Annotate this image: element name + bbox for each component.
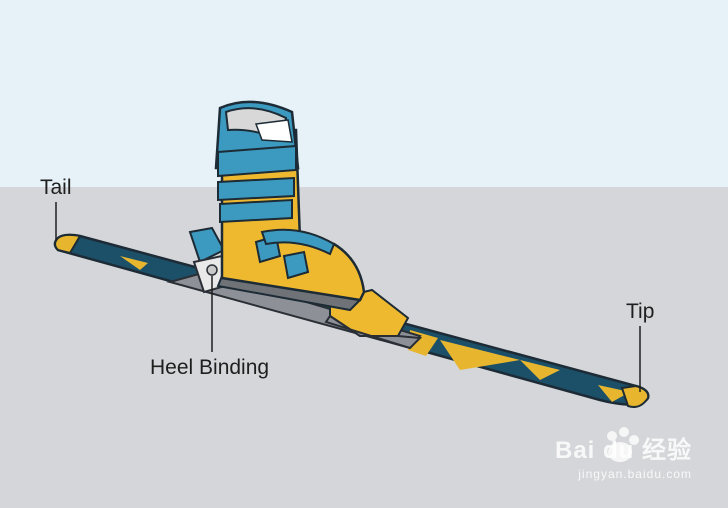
boot-buckle-strap <box>217 176 295 202</box>
ski-stripe <box>520 360 560 380</box>
toe-binding-base <box>324 314 423 350</box>
sky-background <box>0 0 728 187</box>
watermark-url: jingyan.baidu.com <box>578 467 692 481</box>
watermark-brand: Bai du 经验 <box>554 437 692 464</box>
heel-binding-pin <box>206 264 218 276</box>
ski-stripe <box>440 340 520 370</box>
ski-tip-cap <box>620 384 650 408</box>
boot-buckle-strap <box>219 198 293 224</box>
boot-buckle-strap <box>217 144 297 178</box>
boot-liner-tongue <box>254 119 293 143</box>
ski-stripe <box>120 256 148 270</box>
floor-background <box>0 187 728 508</box>
ski-boot <box>214 100 366 312</box>
paw-logo-icon <box>607 427 639 462</box>
boot-buckle <box>282 250 310 280</box>
heel-binding-label: Heel Binding <box>150 356 270 379</box>
ski-stripe <box>598 385 630 402</box>
tail-label: Tail <box>40 176 72 199</box>
ski-tail-cap <box>54 233 82 255</box>
tip-label: Tip <box>626 300 655 323</box>
boot-toe-strap <box>260 228 336 256</box>
watermark: Bai du 经验 jingyan.baidu.com <box>555 430 692 481</box>
